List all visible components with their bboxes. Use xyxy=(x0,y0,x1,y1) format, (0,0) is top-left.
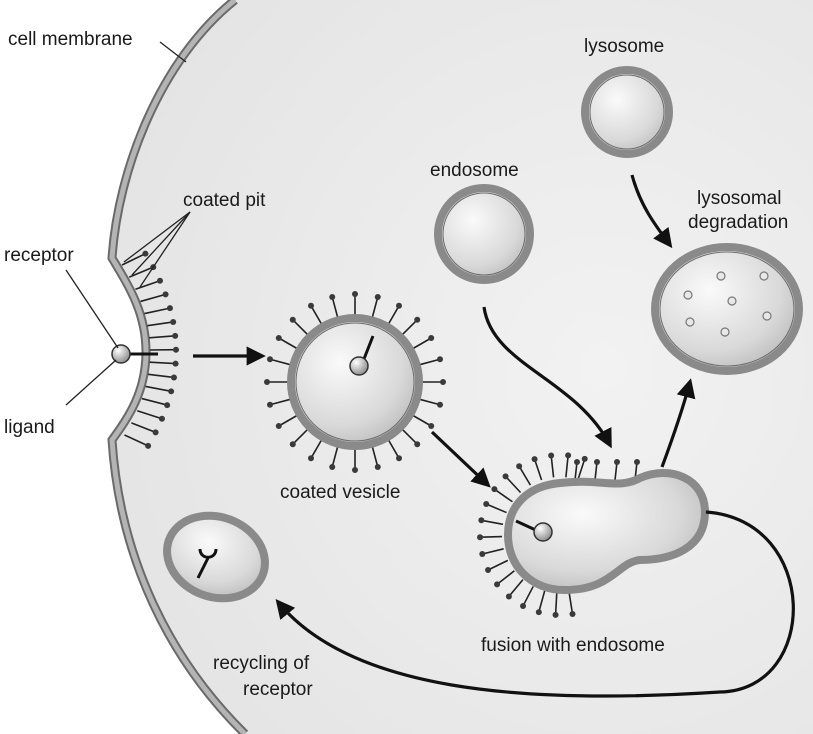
degradation-lysosome xyxy=(655,247,799,371)
label-lysosomal: lysosomal xyxy=(697,188,781,209)
label-ligand: ligand xyxy=(4,417,55,438)
label-recycling-receptor: receptor xyxy=(243,679,313,700)
coated-vesicle xyxy=(291,318,419,446)
label-endosome: endosome xyxy=(430,160,519,181)
label-receptor: receptor xyxy=(4,245,74,266)
fusion-ligand xyxy=(534,523,552,541)
label-degradation: degradation xyxy=(688,212,788,233)
label-cell-membrane: cell membrane xyxy=(8,29,133,50)
lysosome xyxy=(585,70,669,154)
label-coated-vesicle: coated vesicle xyxy=(280,482,400,503)
label-recycling: recycling of xyxy=(213,653,310,674)
label-fusion: fusion with endosome xyxy=(481,635,665,656)
vesicle-ligand xyxy=(350,357,368,375)
label-coated-pit: coated pit xyxy=(183,190,266,211)
label-lysosome: lysosome xyxy=(584,36,664,57)
endosome xyxy=(438,188,530,280)
